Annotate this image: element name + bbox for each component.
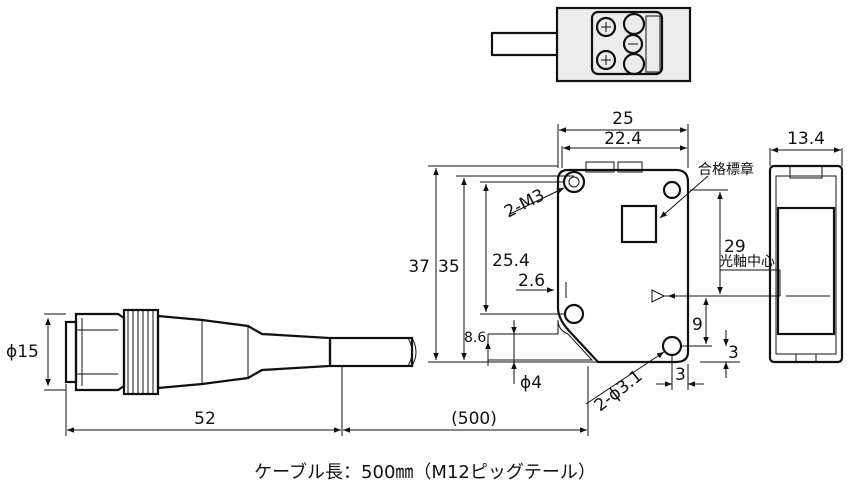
dimension-cable-length: (500): [451, 409, 497, 429]
label-inspection-mark: 合格標章: [698, 161, 754, 178]
front-view: [488, 161, 690, 364]
dimension-height-25-4: 25.4: [492, 251, 530, 271]
label-holes-m3: 2-M3: [501, 185, 548, 222]
dimension-width-22-4: 22.4: [604, 129, 642, 149]
knurl-lines: [127, 310, 154, 394]
side-view: [768, 147, 844, 364]
dimension-3-bottom: 3: [675, 365, 686, 385]
connector-dimension-lines: [44, 313, 589, 436]
label-optical-axis-center: 光軸中心: [719, 254, 775, 270]
dimension-connector-diameter: ϕ15: [6, 342, 39, 362]
label-holes-3-1: 2-ϕ3.1: [591, 366, 647, 416]
dimension-height-35: 35: [438, 257, 460, 277]
dimension-height-37: 37: [408, 257, 430, 277]
dimension-offset-8-6: 8.6: [464, 330, 486, 346]
dimension-9: 9: [692, 315, 703, 335]
dimension-diameter-4: ϕ4: [520, 373, 542, 393]
top-view: [490, 6, 692, 83]
front-dimension-lines: [428, 124, 781, 405]
dimension-width-25: 25: [612, 109, 634, 129]
cable-length-caption: ケーブル長：500㎜（M12ピッグテール）: [254, 461, 596, 483]
connector-cable-view: [64, 308, 417, 396]
dimension-3-right: 3: [728, 343, 739, 363]
dimension-optical-axis-29: 29: [724, 237, 746, 257]
dimension-depth-13-4: 13.4: [787, 129, 825, 149]
dimension-offset-2-6: 2.6: [518, 271, 545, 291]
dimension-connector-length: 52: [194, 409, 216, 429]
